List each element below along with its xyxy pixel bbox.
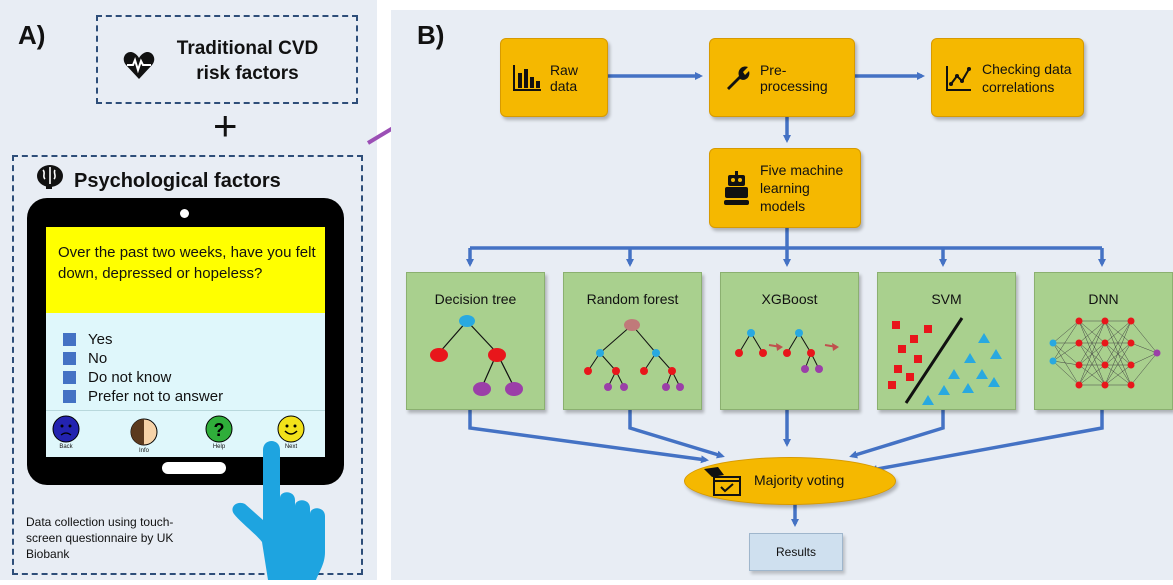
options-area [46,313,325,410]
five-models-label: Five machine learning models [760,162,844,214]
panel-a-label: A) [18,20,46,50]
xgboost-label: XGBoost [761,291,818,307]
checkbox-icon [63,352,76,365]
robot-icon [722,171,752,205]
checking-correlations-label: Checking data correlations [982,60,1072,95]
results-box: Results [749,533,843,571]
preprocessing-label: Pre-processing [759,61,828,94]
random-forest-icon [584,319,684,391]
next-label: Next [284,444,298,450]
decision-tree-label: Decision tree [434,291,517,307]
bar-chart-icon [513,64,542,91]
heart-icon [122,48,156,87]
plus-sign: + [213,102,238,149]
psychological-factors-title: Psychological factors [74,170,281,192]
option-yes[interactable]: Yes [63,330,223,349]
dnn-label: DNN [1088,291,1119,307]
psychological-factors-box [12,155,363,575]
tablet-camera [180,209,189,218]
random-forest-box: Random forest [563,272,702,410]
random-forest-label: Random forest [586,291,679,307]
checking-correlations-box: Checking data correlations [931,38,1084,117]
majority-voting-label: Majority voting [754,472,845,488]
option-no[interactable]: No [63,349,223,368]
tablet-home-button[interactable] [162,462,226,474]
caption-text: Data collection using touch-screen quest… [26,515,174,561]
traditional-factors-box [96,15,358,104]
panel-b-label: B) [417,20,445,50]
traditional-factors-title: Traditional CVD risk factors [176,38,319,84]
question-area [46,227,325,313]
checkbox-icon [63,371,76,384]
hand-icon [228,430,340,585]
five-models-box: Five machine learning models [709,148,861,228]
preprocessing-box: Pre-processing [709,38,855,117]
decision-tree-icon [430,315,523,396]
back-label: Back [59,444,73,450]
brain-icon [36,164,64,195]
help-button[interactable]: ? [205,415,233,448]
dnn-box: DNN [1034,272,1173,410]
option-do-not-know[interactable]: Do not know [63,368,223,387]
next-button[interactable] [277,415,305,448]
info-label: Info [138,448,149,454]
decision-tree-box: Decision tree [406,272,545,410]
svm-icon [888,317,1002,405]
question-text: Over the past two weeks, have you felt d… [58,244,316,282]
results-label: Results [775,545,816,559]
info-button[interactable] [130,418,158,451]
ballot-icon [702,463,744,502]
back-button[interactable] [52,415,80,448]
checkbox-icon [63,390,76,403]
help-label: Help [212,444,226,450]
option-prefer-not[interactable]: Prefer not to answer [63,387,223,406]
raw-data-box: Raw data [500,38,608,117]
svg-text:?: ? [214,420,225,440]
svm-label: SVM [931,291,962,307]
dnn-icon [1049,317,1161,389]
options-list: Yes No Do not know Prefer not to answer [63,330,223,406]
checkbox-icon [63,333,76,346]
xgboost-box: XGBoost [720,272,859,410]
xgboost-icon [735,329,839,373]
wrench-icon [722,64,752,92]
line-chart-icon [944,64,974,92]
svm-box: SVM [877,272,1016,410]
raw-data-label: Raw data [549,61,578,94]
